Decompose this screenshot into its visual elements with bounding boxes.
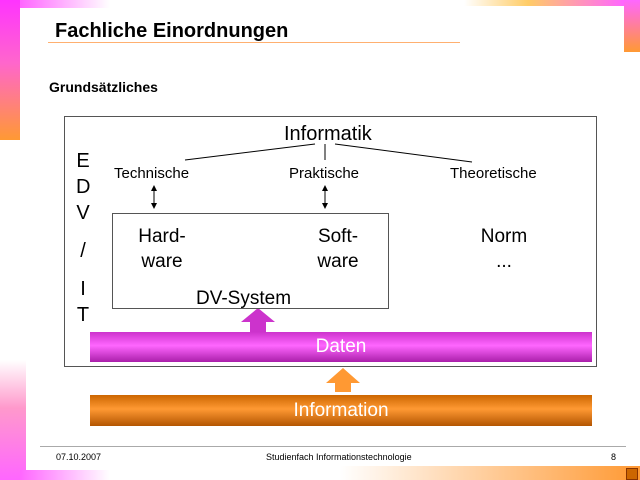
- norm-line-1: Norm: [480, 226, 528, 247]
- title-divider: [48, 42, 460, 43]
- branch-label-praktische: Praktische: [289, 165, 360, 182]
- branch-label-technische: Technische: [114, 165, 190, 182]
- section-heading: Grundsätzliches: [49, 79, 158, 95]
- norm-label: Norm ...: [466, 224, 542, 274]
- slide-title: Fachliche Einordnungen: [55, 20, 289, 42]
- diagram-frame: [64, 116, 597, 367]
- corner-decoration-bottom-left-strip: [20, 470, 110, 480]
- dv-system-box: [112, 213, 389, 309]
- vertical-label-letter: I: [80, 278, 86, 300]
- vertical-label-letter: E: [76, 150, 90, 172]
- corner-decoration-top-left-strip: [20, 0, 110, 8]
- hardware-line-1: Hard-: [138, 226, 186, 247]
- corner-decoration-bottom-right: [340, 466, 640, 480]
- footer-course-title: Studienfach Informationstechnologie: [266, 452, 412, 462]
- branch-label-theoretische: Theoretische: [450, 165, 537, 182]
- arrow-up-orange: [326, 368, 360, 392]
- corner-decoration-top-left: [0, 0, 20, 140]
- corner-decoration-bottom-left: [0, 360, 26, 480]
- arrow-up-magenta: [241, 308, 275, 332]
- vertical-label-letter: /: [80, 240, 86, 262]
- vertical-label-letter: T: [76, 304, 90, 326]
- connector-theoretische: [334, 143, 473, 163]
- norm-line-2: ...: [496, 251, 512, 272]
- hardware-label: Hard- ware: [125, 224, 199, 274]
- corner-decoration-top-right-strip: [464, 0, 624, 6]
- daten-bar: Daten: [90, 332, 592, 362]
- hardware-line-2: ware: [141, 251, 183, 272]
- software-label: Soft- ware: [302, 224, 374, 274]
- footer-date: 07.10.2007: [56, 452, 102, 462]
- footer-page-number: 8: [611, 452, 617, 462]
- vertical-label-letter: D: [76, 176, 91, 198]
- vertical-label-letter: V: [76, 202, 90, 224]
- root-label-informatik: Informatik: [284, 123, 372, 145]
- information-bar: Information: [90, 395, 592, 426]
- corner-decoration-top-right: [624, 0, 640, 52]
- software-line-2: ware: [317, 251, 359, 272]
- connector-technische: [184, 143, 316, 161]
- dv-system-label: DV-System: [196, 288, 292, 309]
- footer-divider: [40, 446, 626, 447]
- software-line-1: Soft-: [317, 226, 359, 247]
